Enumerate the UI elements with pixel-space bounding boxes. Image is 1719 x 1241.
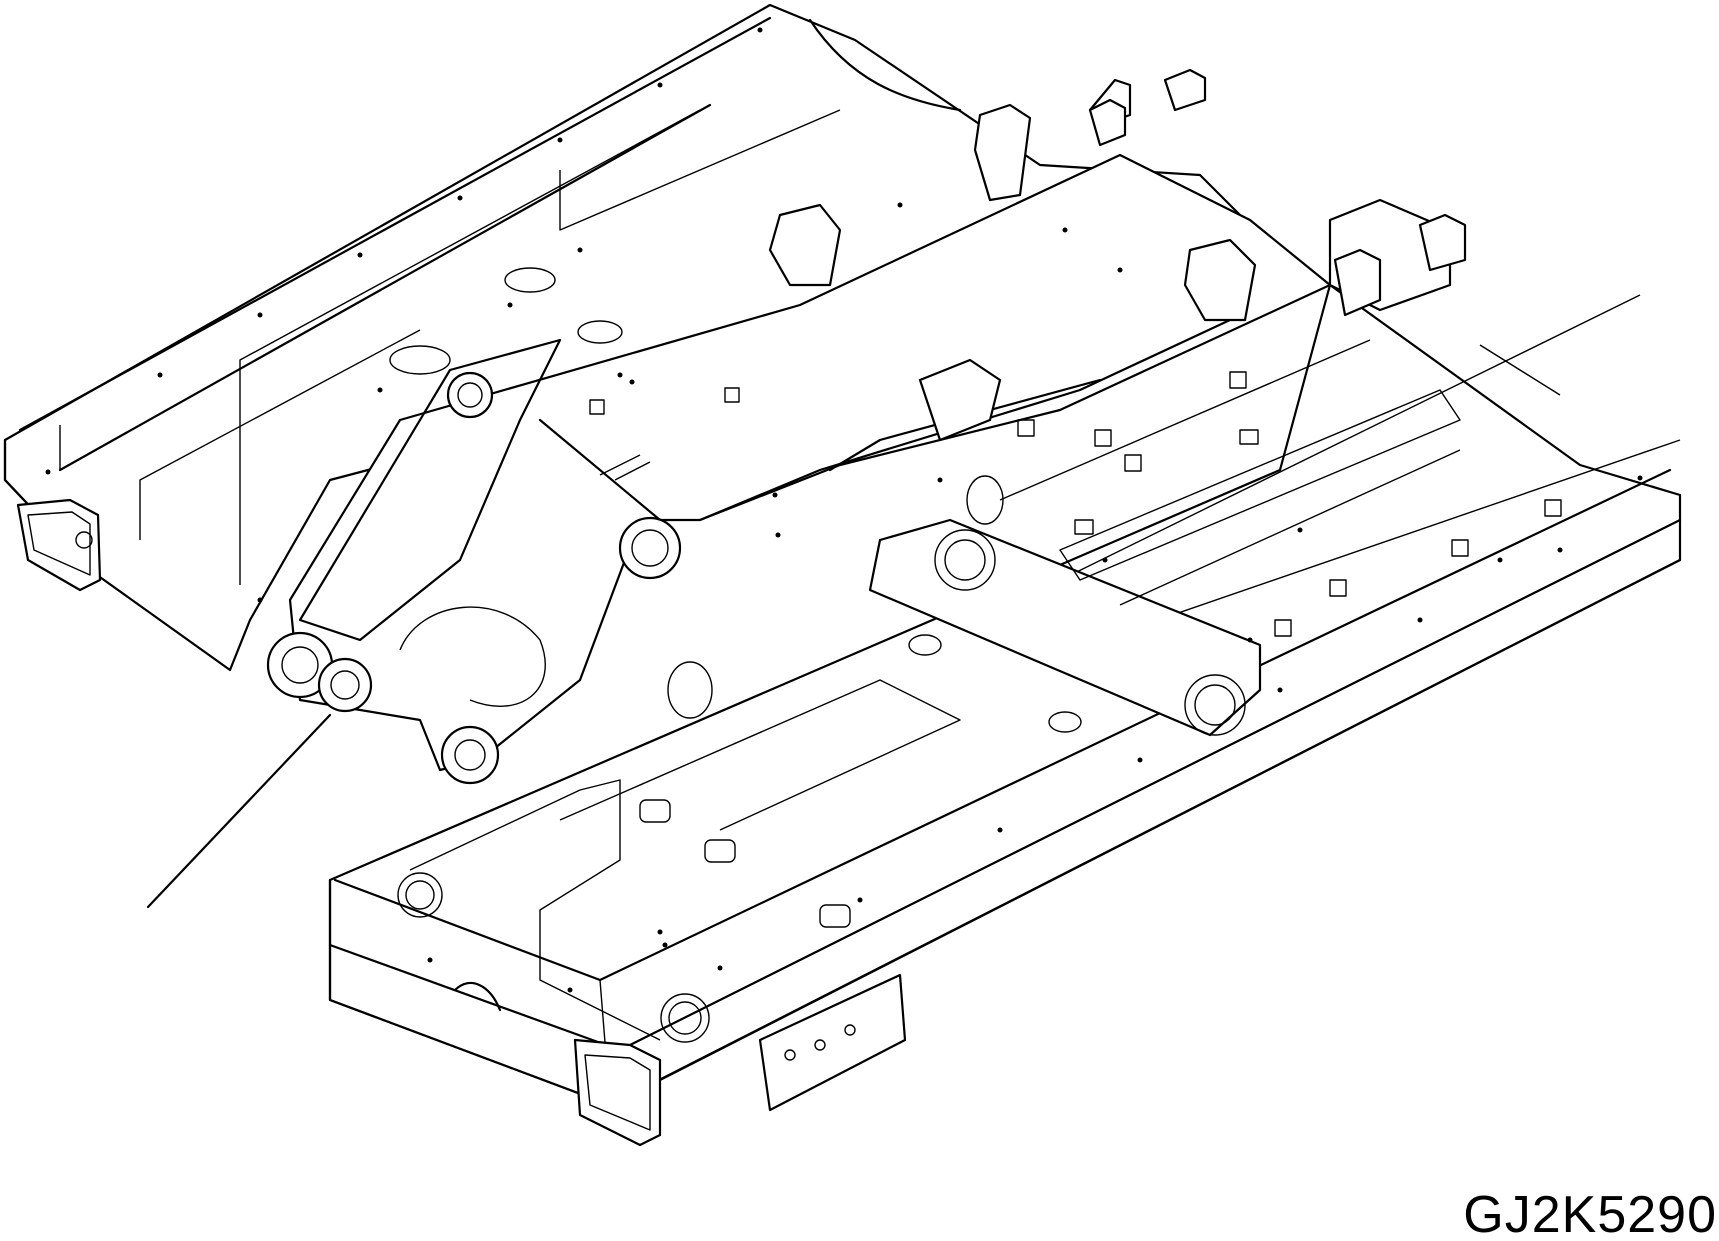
bottom-bracket — [758, 973, 907, 1112]
figure-reference-code: GJ2K5290 — [1463, 1186, 1717, 1241]
fastener-dots — [45, 27, 1643, 993]
left-end-cap — [16, 498, 102, 592]
tie-down-blocks — [768, 68, 1467, 442]
right-inner-rails — [589, 339, 1562, 637]
right-frame-interior — [397, 679, 961, 1043]
leader-line — [146, 713, 332, 909]
right-track-frame — [328, 283, 1682, 1107]
center-x-frame — [266, 153, 1332, 785]
center-cross-beam — [667, 475, 1262, 737]
right-end-cap — [573, 1038, 662, 1147]
